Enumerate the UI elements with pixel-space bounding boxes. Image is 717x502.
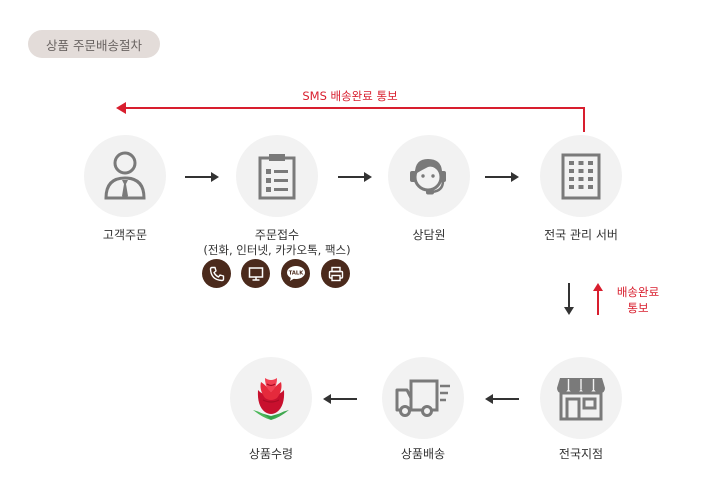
delivery-done-line2: 통보 bbox=[627, 301, 649, 315]
flow-arrow-5 bbox=[485, 394, 519, 404]
receive-label: 상품수령 bbox=[248, 447, 294, 461]
order-channels-label: (전화, 인터넷, 카카오톡, 팩스) bbox=[203, 243, 351, 257]
branch-label: 전국지점 bbox=[558, 447, 604, 461]
customer-icon bbox=[104, 151, 146, 200]
section-title: 상품 주문배송절차 bbox=[28, 30, 160, 58]
delivery-label: 상품배송 bbox=[400, 447, 446, 461]
sms-feedback-arrow bbox=[116, 102, 585, 132]
building-icon bbox=[561, 153, 601, 200]
order-receipt-circle bbox=[236, 135, 318, 217]
internet-channel bbox=[241, 259, 270, 288]
fax-channel bbox=[321, 259, 350, 288]
delivery-circle bbox=[382, 357, 464, 439]
talk-text: TALK bbox=[288, 271, 303, 277]
monitor-icon bbox=[248, 266, 263, 281]
order-receipt-label: 주문접수 bbox=[254, 228, 300, 242]
kakaotalk-channel: TALK bbox=[281, 259, 310, 288]
sms-notice-label: SMS 배송완료 통보 bbox=[302, 89, 398, 103]
flow-arrow-1 bbox=[185, 172, 219, 182]
delivery-done-line1: 배송완료 bbox=[616, 285, 660, 299]
branch-circle bbox=[540, 357, 622, 439]
phone-channel bbox=[202, 259, 231, 288]
truck-icon bbox=[395, 379, 450, 417]
up-arrow-red bbox=[593, 283, 603, 315]
phone-icon bbox=[209, 266, 224, 281]
flow-arrow-3 bbox=[485, 172, 519, 182]
counselor-circle bbox=[388, 135, 470, 217]
rose-icon bbox=[253, 378, 289, 420]
customer-order-circle bbox=[84, 135, 166, 217]
fax-icon bbox=[328, 266, 343, 281]
store-icon bbox=[557, 378, 605, 421]
clipboard-icon bbox=[258, 154, 296, 200]
down-arrow bbox=[564, 283, 574, 315]
flow-arrow-4 bbox=[323, 394, 357, 404]
headset-icon bbox=[410, 159, 446, 195]
server-circle bbox=[540, 135, 622, 217]
server-label: 전국 관리 서버 bbox=[544, 228, 618, 242]
customer-order-label: 고객주문 bbox=[102, 228, 148, 242]
receive-circle bbox=[230, 357, 312, 439]
flow-arrow-2 bbox=[338, 172, 372, 182]
counselor-label: 상담원 bbox=[412, 228, 446, 242]
talk-icon: TALK bbox=[286, 266, 305, 281]
